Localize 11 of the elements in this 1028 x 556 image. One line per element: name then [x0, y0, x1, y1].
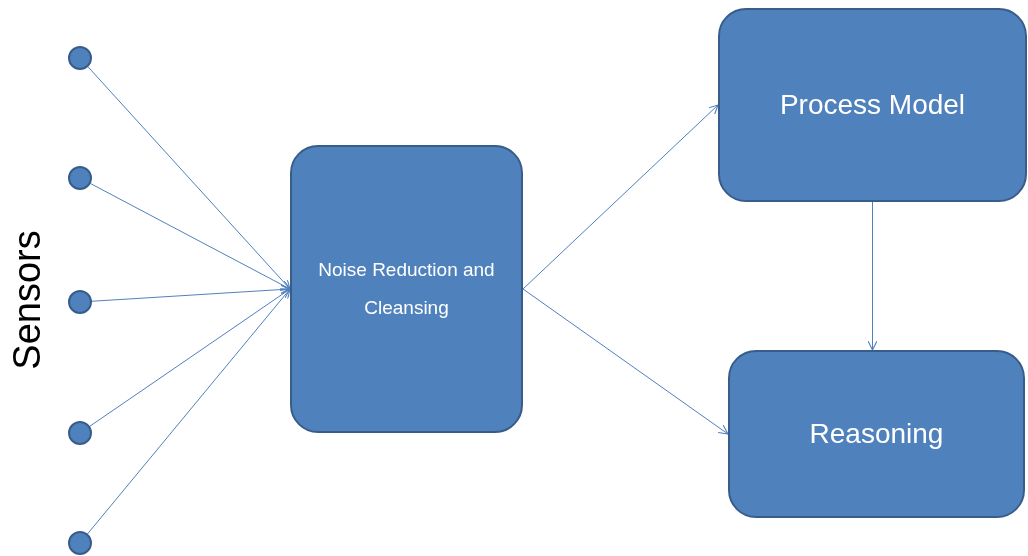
box-label: Reasoning [809, 417, 944, 451]
arrow [522, 288, 729, 435]
box-label: Noise Reduction and Cleansing [317, 258, 496, 320]
box-label: Process Model [779, 88, 966, 122]
arrow [867, 201, 878, 351]
process-box [290, 145, 523, 433]
arrow [91, 284, 291, 302]
group-label: Sensors [5, 229, 49, 372]
process-box [718, 8, 1027, 202]
arrow [522, 104, 719, 290]
process-box [728, 350, 1025, 518]
